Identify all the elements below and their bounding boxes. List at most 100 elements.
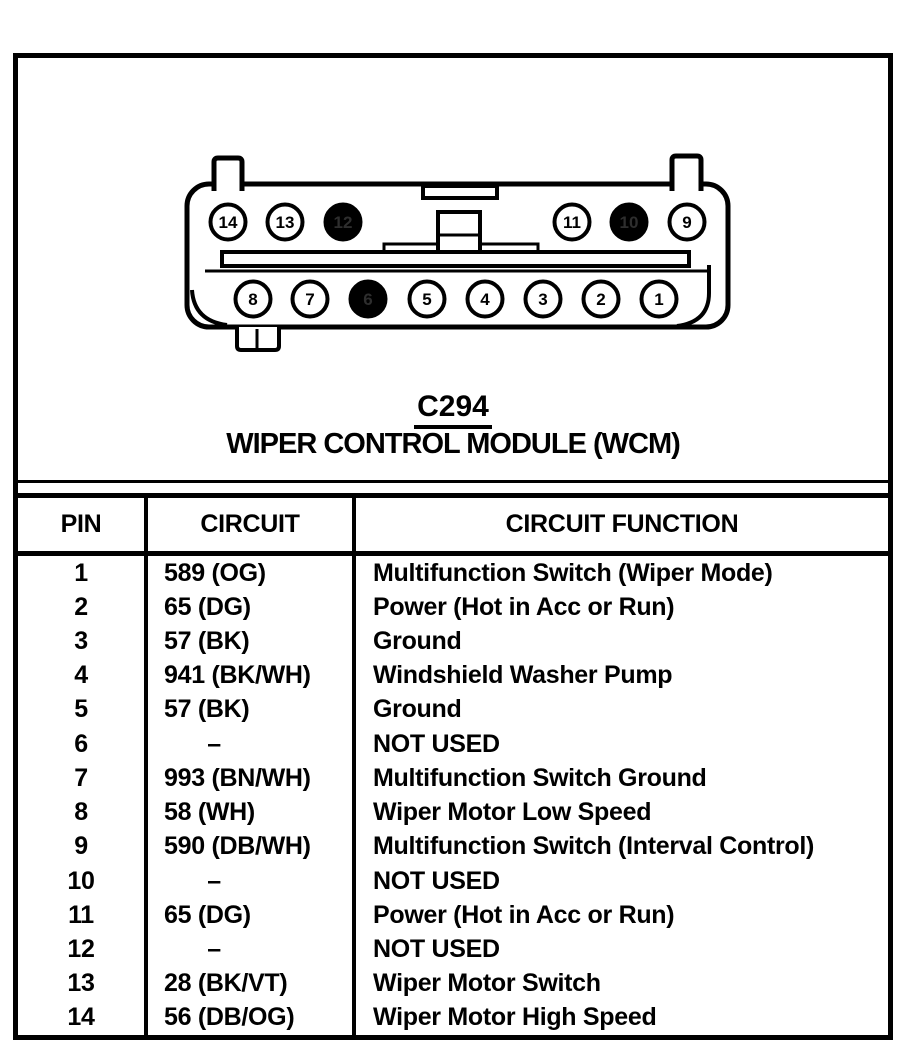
svg-text:14: 14 xyxy=(219,213,238,232)
pin-cell: 5 xyxy=(18,692,148,728)
connector-pin-12: 12 xyxy=(323,202,363,242)
pin-cell: 9 xyxy=(18,829,148,864)
center-key-icon xyxy=(436,210,482,256)
header-pin: PIN xyxy=(18,498,148,551)
table-header-row: PIN CIRCUIT CIRCUIT FUNCTION xyxy=(18,498,888,556)
circuit-cell: 58 (WH) xyxy=(148,795,356,830)
circuit-cell: 993 (BN/WH) xyxy=(148,761,356,796)
table-row: 6–NOT USED xyxy=(18,727,888,762)
top-right-tab-icon xyxy=(669,153,704,191)
connector-pin-9: 9 xyxy=(667,202,707,242)
svg-text:8: 8 xyxy=(248,290,257,309)
connector-outline xyxy=(184,153,731,352)
circuit-cell: 65 (DG) xyxy=(148,898,356,933)
pin-cell: 8 xyxy=(18,795,148,830)
connector-pin-7: 7 xyxy=(290,279,330,319)
circuit-cell: – xyxy=(148,863,356,899)
pin-cell: 6 xyxy=(18,727,148,762)
svg-text:1: 1 xyxy=(654,290,663,309)
circuit-cell: – xyxy=(148,932,356,967)
function-cell: NOT USED xyxy=(373,935,500,964)
svg-text:6: 6 xyxy=(363,290,372,309)
svg-text:13: 13 xyxy=(276,213,295,232)
circuit-cell: 56 (DB/OG) xyxy=(148,1000,356,1036)
function-cell: Wiper Motor Switch xyxy=(373,969,601,998)
function-cell: Windshield Washer Pump xyxy=(373,661,673,690)
connector-pin-8: 8 xyxy=(233,279,273,319)
connector-pin-13: 13 xyxy=(265,202,305,242)
function-cell: Wiper Motor High Speed xyxy=(373,1003,657,1032)
pin-cell: 7 xyxy=(18,761,148,796)
circuit-cell: 57 (BK) xyxy=(148,624,356,659)
pin-cell: 14 xyxy=(18,1000,148,1036)
function-cell: Power (Hot in Acc or Run) xyxy=(373,900,675,929)
connector-pin-10: 10 xyxy=(609,202,649,242)
function-cell: Multifunction Switch (Interval Control) xyxy=(373,832,815,861)
function-cell: Ground xyxy=(373,695,462,724)
table-row: 10–NOT USED xyxy=(18,863,888,899)
circuit-cell: 28 (BK/VT) xyxy=(148,966,356,1001)
connector-pin-11: 11 xyxy=(552,202,592,242)
svg-text:9: 9 xyxy=(682,213,691,232)
connector-title: WIPER CONTROL MODULE (WCM) xyxy=(226,428,681,460)
connector-pin-5: 5 xyxy=(407,279,447,319)
circuit-cell: 589 (OG) xyxy=(148,556,356,591)
connector-pin-3: 3 xyxy=(523,279,563,319)
connector-pin-14: 14 xyxy=(208,202,248,242)
top-notch-icon xyxy=(421,184,499,200)
function-cell: Multifunction Switch Ground xyxy=(373,763,707,792)
connector-pin-1: 1 xyxy=(639,279,679,319)
blade-slot-icon xyxy=(220,250,691,268)
pin-cell: 10 xyxy=(18,863,148,899)
table-row: 12–NOT USED xyxy=(18,932,888,967)
circuit-cell: 65 (DG) xyxy=(148,590,356,625)
top-left-tab-icon xyxy=(211,155,245,191)
header-circuit: CIRCUIT xyxy=(148,498,356,551)
svg-text:10: 10 xyxy=(620,213,639,232)
connector-id-label: C294 xyxy=(13,390,893,429)
function-cell: Wiper Motor Low Speed xyxy=(373,798,652,827)
circuit-cell: 941 (BK/WH) xyxy=(148,658,356,693)
svg-text:5: 5 xyxy=(422,290,431,309)
circuit-cell: – xyxy=(148,727,356,762)
connector-pin-2: 2 xyxy=(581,279,621,319)
pin-cell: 12 xyxy=(18,932,148,967)
svg-text:7: 7 xyxy=(305,290,314,309)
function-cell: Power (Hot in Acc or Run) xyxy=(373,592,675,621)
svg-text:2: 2 xyxy=(596,290,605,309)
circuit-cell: 590 (DB/WH) xyxy=(148,829,356,864)
function-cell: Multifunction Switch (Wiper Mode) xyxy=(373,558,773,587)
function-cell: Ground xyxy=(373,627,462,656)
pin-cell: 2 xyxy=(18,590,148,625)
function-cell: NOT USED xyxy=(373,866,500,895)
section-divider xyxy=(13,480,893,483)
connector-pin-4: 4 xyxy=(465,279,505,319)
svg-text:12: 12 xyxy=(334,213,353,232)
pin-cell: 11 xyxy=(18,898,148,933)
pin-cell: 13 xyxy=(18,966,148,1001)
svg-text:4: 4 xyxy=(480,290,490,309)
header-circuit-function: CIRCUIT FUNCTION xyxy=(505,510,739,538)
pin-cell: 1 xyxy=(18,556,148,591)
connector-pin-6: 6 xyxy=(348,279,388,319)
circuit-cell: 57 (BK) xyxy=(148,692,356,728)
svg-text:11: 11 xyxy=(563,213,581,232)
connector-pins: 14 13 12 11 10 9 8 7 6 5 4 3 2 1 xyxy=(208,202,707,319)
svg-text:3: 3 xyxy=(538,290,547,309)
pin-cell: 3 xyxy=(18,624,148,659)
function-cell: NOT USED xyxy=(373,729,500,758)
